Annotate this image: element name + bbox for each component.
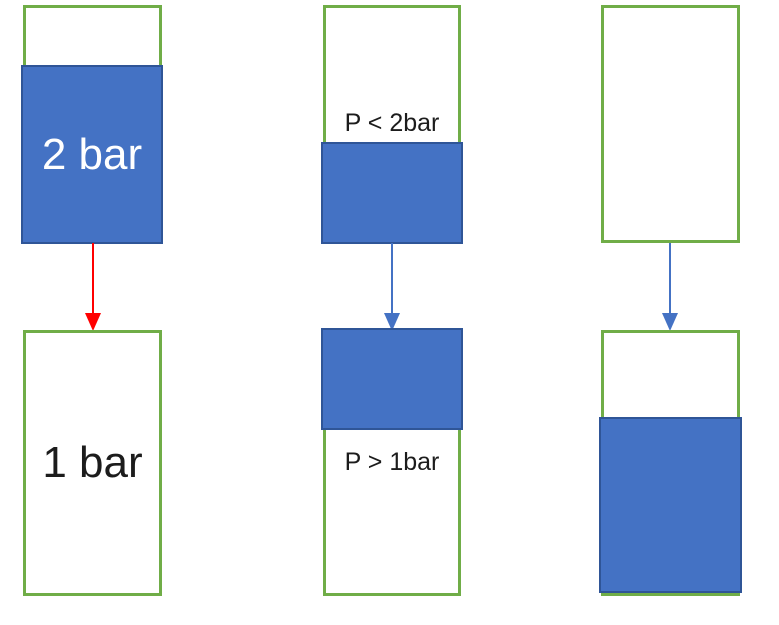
- stage3-bottom-tank-liquid-fill: [599, 417, 742, 593]
- stage3-top-tank: [601, 5, 740, 243]
- stage1-bottom-tank-label: 1 bar: [42, 438, 143, 487]
- down-arrow-blue-icon: [384, 243, 400, 331]
- down-arrow-blue-icon: [662, 243, 678, 331]
- down-arrow-red-icon: [85, 243, 101, 331]
- stage2-top-tank-label: P < 2bar: [344, 109, 440, 137]
- stage2-bottom-tank-liquid-fill: [321, 328, 463, 430]
- stage2-top-tank-liquid-fill: [321, 142, 463, 244]
- stage1-bottom-tank: 1 bar: [23, 330, 162, 596]
- stage1-top-tank-liquid-fill: 2 bar: [21, 65, 163, 244]
- stage2-bottom-tank-label: P > 1bar: [344, 448, 440, 476]
- stage1-top-tank-label: 2 bar: [41, 129, 143, 179]
